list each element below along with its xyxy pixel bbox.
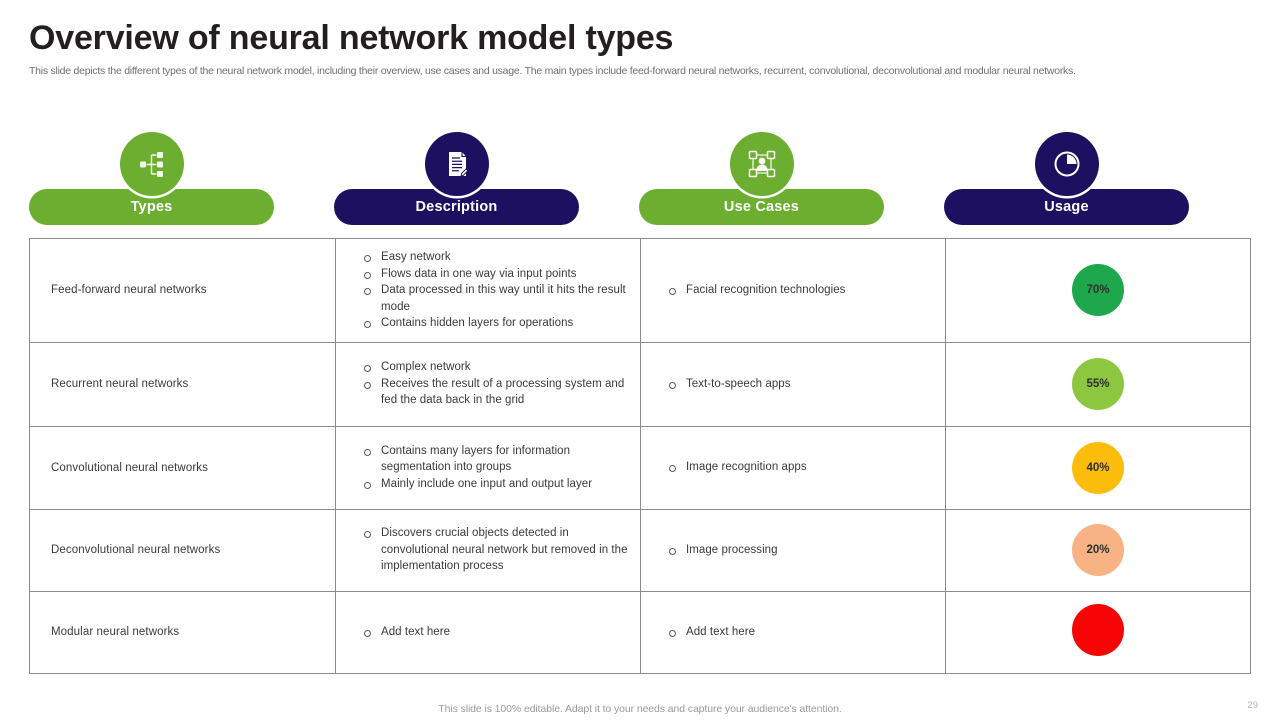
page-number: 29 bbox=[1247, 700, 1258, 711]
table-body: Feed-forward neural networks Easy networ… bbox=[29, 238, 1251, 674]
cell-use-cases: Facial recognition technologies bbox=[640, 238, 946, 343]
description-list: Discovers crucial objects detected in co… bbox=[348, 525, 628, 575]
list-item: Image recognition apps bbox=[667, 459, 933, 476]
type-label: Convolutional neural networks bbox=[51, 461, 208, 474]
usage-badge: 55% bbox=[1072, 358, 1124, 410]
hierarchy-icon bbox=[119, 132, 184, 196]
list-item: Facial recognition technologies bbox=[667, 282, 933, 299]
table-row: Modular neural networks Add text here Ad… bbox=[29, 590, 1251, 674]
cell-description: Add text here bbox=[335, 590, 641, 674]
use-case-list: Facial recognition technologies bbox=[653, 282, 933, 299]
column-header-use-cases[interactable]: Use Cases bbox=[639, 132, 884, 232]
table-row: Feed-forward neural networks Easy networ… bbox=[29, 238, 1251, 343]
cell-use-cases: Text-to-speech apps bbox=[640, 341, 946, 427]
cell-usage: 20% bbox=[945, 508, 1251, 592]
cell-description: Discovers crucial objects detected in co… bbox=[335, 508, 641, 592]
page-subtitle: This slide depicts the different types o… bbox=[29, 65, 1076, 77]
list-item: Discovers crucial objects detected in co… bbox=[362, 525, 628, 575]
description-list: Add text here bbox=[348, 624, 628, 641]
type-label: Feed-forward neural networks bbox=[51, 284, 207, 297]
column-header-description[interactable]: Description bbox=[334, 132, 579, 232]
list-item: Flows data in one way via input points bbox=[362, 266, 628, 283]
cell-usage: 55% bbox=[945, 341, 1251, 427]
type-label: Modular neural networks bbox=[51, 626, 180, 638]
list-item: Add text here bbox=[667, 624, 933, 641]
use-case-list: Add text here bbox=[653, 624, 933, 641]
column-header-types[interactable]: Types bbox=[29, 132, 274, 232]
usage-badge: 70% bbox=[1072, 264, 1124, 317]
cell-use-cases: Image recognition apps bbox=[640, 425, 946, 510]
table-row: Convolutional neural networks Contains m… bbox=[29, 425, 1251, 510]
cell-usage: 70% bbox=[945, 238, 1251, 343]
list-item: Complex network bbox=[362, 359, 628, 376]
description-list: Easy network Flows data in one way via i… bbox=[348, 249, 628, 332]
pie-chart-icon bbox=[1034, 132, 1099, 196]
list-item: Easy network bbox=[362, 249, 628, 266]
column-header-label: Use Cases bbox=[639, 189, 884, 225]
model-types-table: Feed-forward neural networks Easy networ… bbox=[29, 238, 1251, 674]
cell-use-cases: Image processing bbox=[640, 508, 946, 592]
page-title: Overview of neural network model types bbox=[29, 19, 674, 57]
table-row: Recurrent neural networks Complex networ… bbox=[29, 341, 1251, 427]
use-case-list: Text-to-speech apps bbox=[653, 376, 933, 393]
description-list: Complex network Receives the result of a… bbox=[348, 359, 628, 409]
cell-type: Deconvolutional neural networks bbox=[29, 508, 336, 592]
list-item: Contains hidden layers for operations bbox=[362, 315, 628, 332]
table-row: Deconvolutional neural networks Discover… bbox=[29, 508, 1251, 592]
cell-description: Easy network Flows data in one way via i… bbox=[335, 238, 641, 343]
cell-type: Feed-forward neural networks bbox=[29, 238, 336, 343]
type-label: Recurrent neural networks bbox=[51, 378, 189, 390]
cell-type: Convolutional neural networks bbox=[29, 425, 336, 510]
list-item: Text-to-speech apps bbox=[667, 376, 933, 393]
usage-badge: 20% bbox=[1072, 524, 1124, 576]
use-case-list: Image processing bbox=[653, 542, 933, 559]
document-icon bbox=[424, 132, 489, 196]
cell-use-cases: Add text here bbox=[640, 590, 946, 674]
cell-usage: 40% bbox=[945, 425, 1251, 510]
list-item: Contains many layers for information seg… bbox=[362, 443, 628, 476]
cell-type: Modular neural networks bbox=[29, 590, 336, 674]
type-label: Deconvolutional neural networks bbox=[51, 544, 221, 556]
column-header-usage[interactable]: Usage bbox=[944, 132, 1189, 232]
list-item: Mainly include one input and output laye… bbox=[362, 476, 628, 493]
column-headers: Types Description Use Cas bbox=[29, 132, 1250, 232]
list-item: Add text here bbox=[362, 624, 628, 641]
cell-description: Complex network Receives the result of a… bbox=[335, 341, 641, 427]
usage-badge: 40% bbox=[1072, 441, 1124, 494]
cell-usage bbox=[945, 590, 1251, 674]
usage-badge bbox=[1072, 603, 1124, 656]
list-item: Data processed in this way until it hits… bbox=[362, 282, 628, 315]
list-item: Image processing bbox=[667, 542, 933, 559]
cell-type: Recurrent neural networks bbox=[29, 341, 336, 427]
user-network-icon bbox=[729, 132, 794, 196]
use-case-list: Image recognition apps bbox=[653, 459, 933, 476]
list-item: Receives the result of a processing syst… bbox=[362, 376, 628, 409]
footer-note: This slide is 100% editable. Adapt it to… bbox=[438, 703, 842, 715]
description-list: Contains many layers for information seg… bbox=[348, 443, 628, 493]
cell-description: Contains many layers for information seg… bbox=[335, 425, 641, 510]
